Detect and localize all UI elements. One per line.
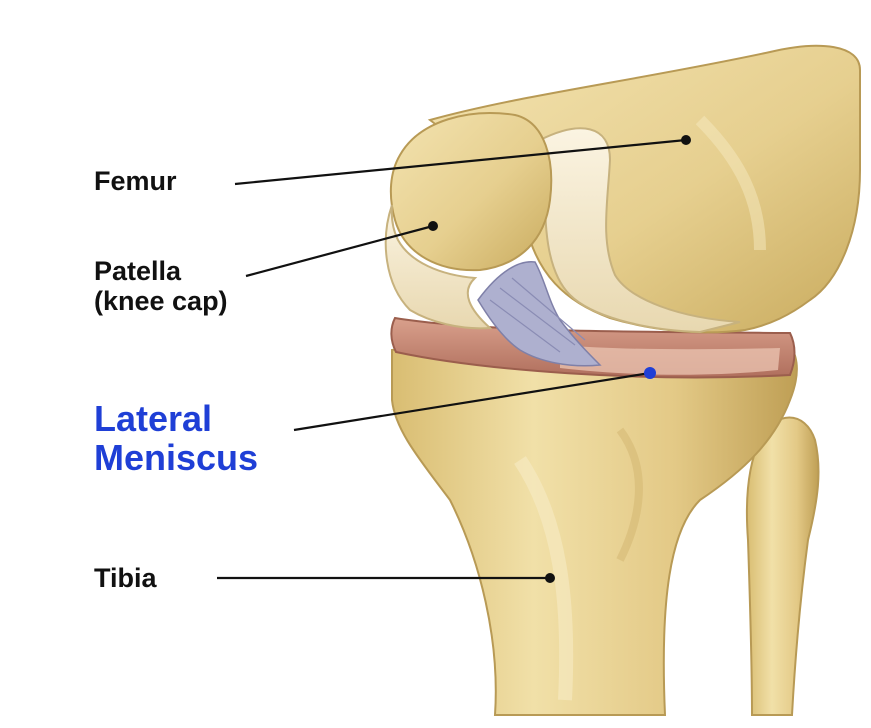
patella-subtext: (knee cap) <box>94 286 228 316</box>
label-tibia: Tibia <box>94 563 157 593</box>
patella-text: Patella <box>94 256 228 286</box>
label-lateral-meniscus: Lateral Meniscus <box>94 400 258 478</box>
patella-marker <box>428 221 438 231</box>
meniscus-marker <box>644 367 656 379</box>
femur-text: Femur <box>94 166 177 196</box>
femur-marker <box>681 135 691 145</box>
tibia-text: Tibia <box>94 563 157 593</box>
label-femur: Femur <box>94 166 177 196</box>
tibia-marker <box>545 573 555 583</box>
tibia-bone <box>392 340 797 715</box>
meniscus-text-line2: Meniscus <box>94 439 258 478</box>
fibula <box>747 418 819 716</box>
meniscus-text-line1: Lateral <box>94 400 258 439</box>
patella-bone <box>391 113 551 270</box>
label-patella: Patella (knee cap) <box>94 256 228 316</box>
